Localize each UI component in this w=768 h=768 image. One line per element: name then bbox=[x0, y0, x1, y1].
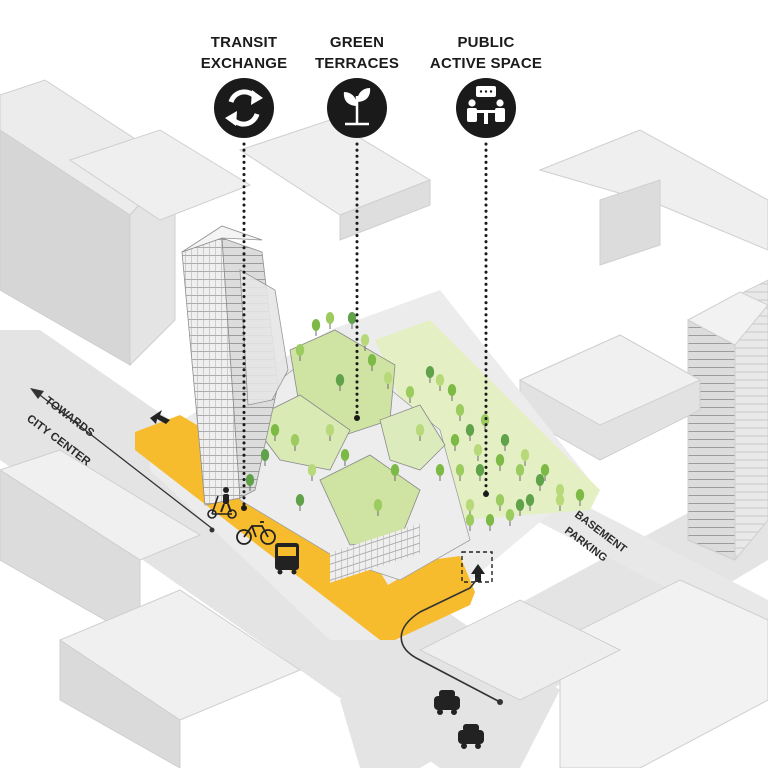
tree bbox=[475, 464, 485, 481]
tree bbox=[520, 449, 530, 466]
tree bbox=[295, 344, 305, 361]
car-icon-2 bbox=[458, 724, 484, 749]
right-tower-front bbox=[687, 319, 736, 561]
pedestrian-icon bbox=[220, 487, 232, 513]
legend-transit-line2: EXCHANGE bbox=[200, 55, 288, 72]
tree bbox=[245, 474, 255, 491]
tree bbox=[435, 464, 445, 481]
tree bbox=[415, 424, 425, 441]
bus-icon bbox=[275, 543, 299, 575]
tree bbox=[540, 464, 550, 481]
context-buildings bbox=[0, 79, 768, 768]
tree bbox=[465, 424, 475, 441]
tree bbox=[383, 372, 393, 389]
legend-terraces-title: GREEN TERRACES bbox=[292, 32, 422, 74]
right-tower-top bbox=[686, 291, 768, 346]
leader-dot-transit bbox=[241, 505, 247, 511]
tree bbox=[473, 444, 483, 461]
tree bbox=[525, 494, 535, 511]
tree bbox=[535, 474, 545, 491]
tree bbox=[455, 464, 465, 481]
tree bbox=[311, 319, 321, 336]
tree bbox=[307, 464, 317, 481]
terrace-east bbox=[379, 404, 446, 471]
tree bbox=[367, 354, 377, 371]
legend-public-title: PUBLIC ACTIVE SPACE bbox=[421, 32, 551, 74]
tree bbox=[347, 312, 357, 329]
tree bbox=[260, 449, 270, 466]
legend-terraces-line1: GREEN bbox=[329, 34, 385, 51]
tree bbox=[405, 386, 415, 403]
tower-stepped-balconies bbox=[239, 269, 289, 406]
tree bbox=[335, 374, 345, 391]
building-right-low bbox=[418, 599, 622, 701]
legend-transit-title: TRANSIT EXCHANGE bbox=[179, 32, 309, 74]
car-icon-1 bbox=[434, 690, 460, 715]
city-center-arrow bbox=[30, 388, 215, 533]
legend-terraces-line2: TERRACES bbox=[314, 55, 400, 72]
tree bbox=[435, 374, 445, 391]
building-top-right-side bbox=[599, 179, 661, 266]
building-top-mid-side bbox=[339, 179, 431, 241]
tree bbox=[447, 384, 457, 401]
podium-facade-band bbox=[330, 523, 420, 583]
car-route-path bbox=[400, 577, 501, 703]
tree bbox=[500, 434, 510, 451]
building-bottom-right bbox=[559, 579, 768, 768]
leader-lines bbox=[242, 142, 488, 508]
tree bbox=[295, 494, 305, 511]
tree bbox=[373, 499, 383, 516]
people-table-icon bbox=[456, 78, 516, 138]
leader-dot-public-space bbox=[483, 491, 489, 497]
legend-transit-line1: TRANSIT bbox=[210, 34, 278, 51]
tree bbox=[495, 494, 505, 511]
tree bbox=[325, 312, 335, 329]
tree bbox=[270, 424, 280, 441]
tree bbox=[505, 509, 515, 526]
leader-dot-terraces bbox=[354, 415, 360, 421]
tower-roof bbox=[181, 225, 263, 253]
tree-group bbox=[245, 312, 585, 531]
tree bbox=[455, 404, 465, 421]
transit-exchange-icon bbox=[214, 78, 274, 138]
legend-public-line1: PUBLIC bbox=[457, 34, 515, 51]
tree bbox=[360, 334, 370, 351]
tree bbox=[340, 449, 350, 466]
plant-sprout-icon bbox=[327, 78, 387, 138]
bicycle-icon bbox=[236, 521, 276, 545]
building-bottom-mid-side bbox=[59, 639, 181, 768]
tree bbox=[485, 514, 495, 531]
plaza-entry-arrow bbox=[150, 410, 170, 424]
legend-public-line2: ACTIVE SPACE bbox=[429, 55, 543, 72]
tree bbox=[465, 514, 475, 531]
residential-tower bbox=[181, 225, 289, 506]
parking-entry-arrow bbox=[471, 564, 485, 582]
tree bbox=[425, 366, 435, 383]
building-right-long-top bbox=[518, 334, 702, 426]
tree bbox=[495, 454, 505, 471]
tree bbox=[290, 434, 300, 451]
scooter-icon bbox=[207, 495, 237, 519]
tree bbox=[390, 464, 400, 481]
tree bbox=[515, 464, 525, 481]
tree bbox=[450, 434, 460, 451]
tree bbox=[555, 494, 565, 511]
parking-ramp-box bbox=[461, 551, 493, 583]
tree bbox=[515, 499, 525, 516]
tree bbox=[575, 489, 585, 506]
tree bbox=[325, 424, 335, 441]
terrace-mid bbox=[249, 394, 351, 471]
building-top-left bbox=[68, 129, 252, 221]
car-route-end-dot bbox=[497, 699, 503, 705]
